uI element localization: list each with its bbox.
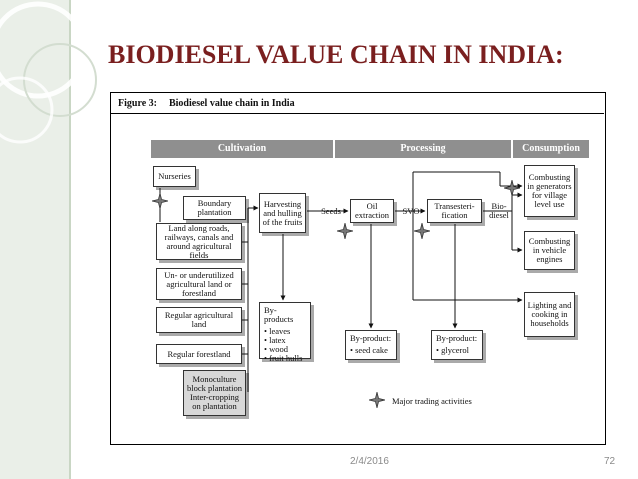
monoculture-plantation-box: Monoculture block plantation Inter-cropp… [183, 370, 246, 416]
list-item: • glycerol [436, 345, 469, 355]
oil-extraction-box: Oil extraction [350, 199, 394, 223]
nurseries-box: Nurseries [153, 166, 196, 187]
decorative-side-rule [69, 0, 71, 479]
seeds-label: Seeds [321, 206, 341, 216]
stage-consumption: Consumption [513, 140, 589, 158]
figure-caption-text: Biodiesel value chain in India [168, 98, 295, 109]
stage-processing: Processing [335, 140, 511, 158]
generators-box: Combusting in generators for village lev… [524, 165, 575, 217]
regular-agricultural-land-box: Regular agricultural land [156, 307, 242, 333]
byproduct-glycerol-box: By-product: • glycerol [431, 330, 483, 360]
slide-title: BIODIESEL VALUE CHAIN IN INDIA: [108, 40, 564, 69]
legend-label: Major trading activities [392, 396, 472, 406]
byproduct-seedcake-box: By-product: • seed cake [345, 330, 397, 360]
byproducts-harvest-title: By-products [264, 305, 294, 324]
underutilized-land-box: Un- or underutilized agricultural land o… [156, 268, 242, 300]
byproduct-glycerol-title: By-product: [436, 333, 478, 343]
list-item: • latex [264, 335, 286, 345]
footer-page-number: 72 [604, 456, 616, 467]
byproducts-harvest-box: By-products • leaves • latex • wood • fr… [259, 302, 311, 363]
boundary-plantation-box: Boundary plantation [183, 196, 246, 220]
regular-forestland-box: Regular forestland [156, 344, 242, 364]
footer-date: 2/4/2016 [350, 456, 389, 467]
byproduct-seedcake-title: By-product: [350, 333, 392, 343]
harvesting-box: Harvesting and hulling of the fruits [259, 193, 306, 233]
figure-caption: Figure 3: Biodiesel value chain in India [118, 98, 295, 109]
svo-label: SVO [402, 206, 420, 216]
list-item: • leaves [264, 326, 291, 336]
households-box: Lighting and cooking in households [524, 292, 575, 337]
list-item: • seed cake [350, 345, 388, 355]
list-item: • wood [264, 344, 288, 354]
biodiesel-label: Bio- diesel [489, 201, 509, 220]
stage-cultivation: Cultivation [151, 140, 333, 158]
decorative-side-band [0, 0, 70, 479]
vehicle-engines-box: Combusting in vehicle engines [524, 231, 575, 270]
roadside-land-box: Land along roads, railways, canals and a… [156, 223, 242, 260]
caption-rule [110, 113, 604, 114]
list-item: • fruit hulls [264, 353, 303, 363]
figure-caption-label: Figure 3: [118, 98, 157, 109]
transesterification-box: Transesteri- fication [427, 199, 482, 223]
